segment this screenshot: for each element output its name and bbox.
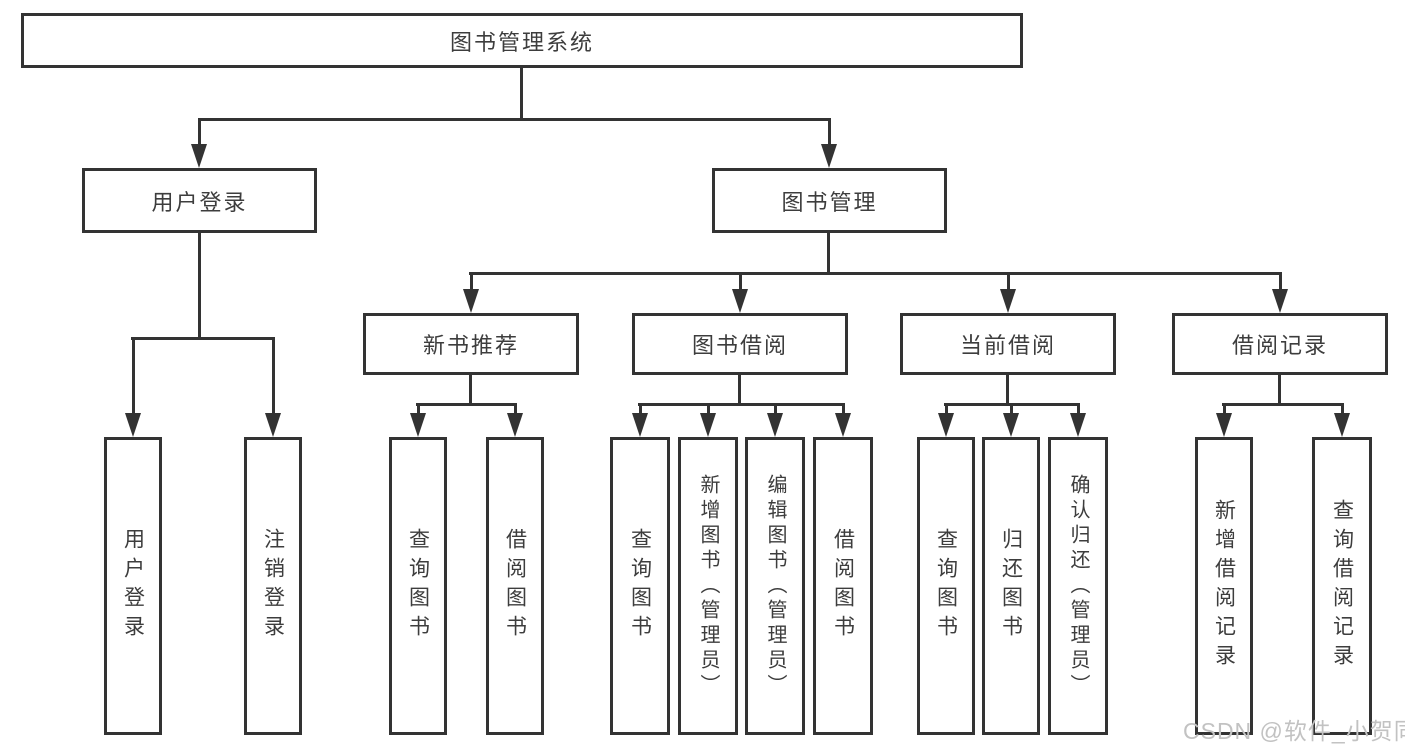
node-library-management-system: 图书管理系统 (21, 13, 1023, 68)
connector-new-book-rail (416, 403, 517, 406)
connector-book-management-drop (827, 233, 830, 272)
node-new-book-recommend: 新书推荐 (363, 313, 579, 375)
arrow-to-new-book-recommend (463, 272, 479, 313)
arrowhead-icon (191, 144, 207, 168)
arrowhead-icon (1070, 413, 1086, 437)
leaf-current-borrow-return-books: 归还图书 (982, 437, 1040, 735)
arrowhead-icon (767, 413, 783, 437)
arrowhead-icon (835, 413, 851, 437)
arrow-to-user-login (191, 118, 207, 168)
connector-current-borrow-drop (1006, 375, 1009, 403)
connector-user-login-drop (198, 233, 201, 337)
arrow-to-current-borrow-leaf-2 (1070, 403, 1086, 437)
leaf-book-borrow-add-books-admin: 新增图书（管理员） (678, 437, 738, 735)
leaf-current-borrow-confirm-return-admin: 确认归还（管理员） (1048, 437, 1108, 735)
arrowhead-icon (1000, 289, 1016, 313)
leaf-book-borrow-query-books: 查询图书 (610, 437, 670, 735)
leaf-new-book-borrow-books: 借阅图书 (486, 437, 544, 735)
connector-new-book-drop (469, 375, 472, 403)
arrow-to-new-book-leaf-0 (410, 403, 426, 437)
arrowhead-icon (700, 413, 716, 437)
leaf-current-borrow-query-books: 查询图书 (917, 437, 975, 735)
arrow-to-leaf-user-login (125, 337, 141, 437)
arrowhead-icon (410, 413, 426, 437)
arrow-to-borrow-record (1272, 272, 1288, 313)
arrow-to-leaf-logout (265, 337, 281, 437)
arrow-to-current-borrow-leaf-1 (1003, 403, 1019, 437)
leaf-book-borrow-edit-books-admin: 编辑图书（管理员） (745, 437, 805, 735)
leaf-user-login: 用户登录 (104, 437, 162, 735)
arrow-to-new-book-leaf-1 (507, 403, 523, 437)
leaf-record-add-borrow-record: 新增借阅记录 (1195, 437, 1253, 735)
arrow-to-book-management (821, 118, 837, 168)
connector-book-borrow-drop (738, 375, 741, 403)
leaf-record-query-borrow-record: 查询借阅记录 (1312, 437, 1372, 735)
connector-borrow-record-drop (1278, 375, 1281, 403)
arrowhead-icon (463, 289, 479, 313)
connector-borrow-record-rail (1222, 403, 1344, 406)
connector-level1-rail (198, 118, 831, 121)
node-book-management: 图书管理 (712, 168, 947, 233)
arrowhead-icon (507, 413, 523, 437)
arrow-to-book-borrow-leaf-2 (767, 403, 783, 437)
node-book-borrow: 图书借阅 (632, 313, 848, 375)
arrowhead-icon (1334, 413, 1350, 437)
arrowhead-icon (732, 289, 748, 313)
connector-level2-rail (469, 272, 1282, 275)
arrowhead-icon (125, 413, 141, 437)
node-user-login: 用户登录 (82, 168, 317, 233)
connector-root-drop (520, 68, 523, 118)
arrow-to-book-borrow-leaf-3 (835, 403, 851, 437)
arrowhead-icon (1272, 289, 1288, 313)
arrow-to-borrow-record-leaf-1 (1334, 403, 1350, 437)
arrow-to-current-borrow (1000, 272, 1016, 313)
arrow-to-book-borrow-leaf-1 (700, 403, 716, 437)
arrowhead-icon (821, 144, 837, 168)
connector-book-borrow-rail (638, 403, 844, 406)
arrow-to-borrow-record-leaf-0 (1216, 403, 1232, 437)
arrow-to-book-borrow-leaf-0 (632, 403, 648, 437)
arrowhead-icon (632, 413, 648, 437)
arrowhead-icon (265, 413, 281, 437)
node-current-borrow: 当前借阅 (900, 313, 1116, 375)
leaf-new-book-query-books: 查询图书 (389, 437, 447, 735)
leaf-logout: 注销登录 (244, 437, 302, 735)
node-borrow-record: 借阅记录 (1172, 313, 1388, 375)
leaf-book-borrow-borrow-books: 借阅图书 (813, 437, 873, 735)
connector-user-login-rail (131, 337, 275, 340)
arrowhead-icon (938, 413, 954, 437)
csdn-watermark: CSDN @软件_小贺同学 (1183, 718, 1405, 744)
arrowhead-icon (1216, 413, 1232, 437)
arrow-to-book-borrow (732, 272, 748, 313)
arrowhead-icon (1003, 413, 1019, 437)
arrow-to-current-borrow-leaf-0 (938, 403, 954, 437)
